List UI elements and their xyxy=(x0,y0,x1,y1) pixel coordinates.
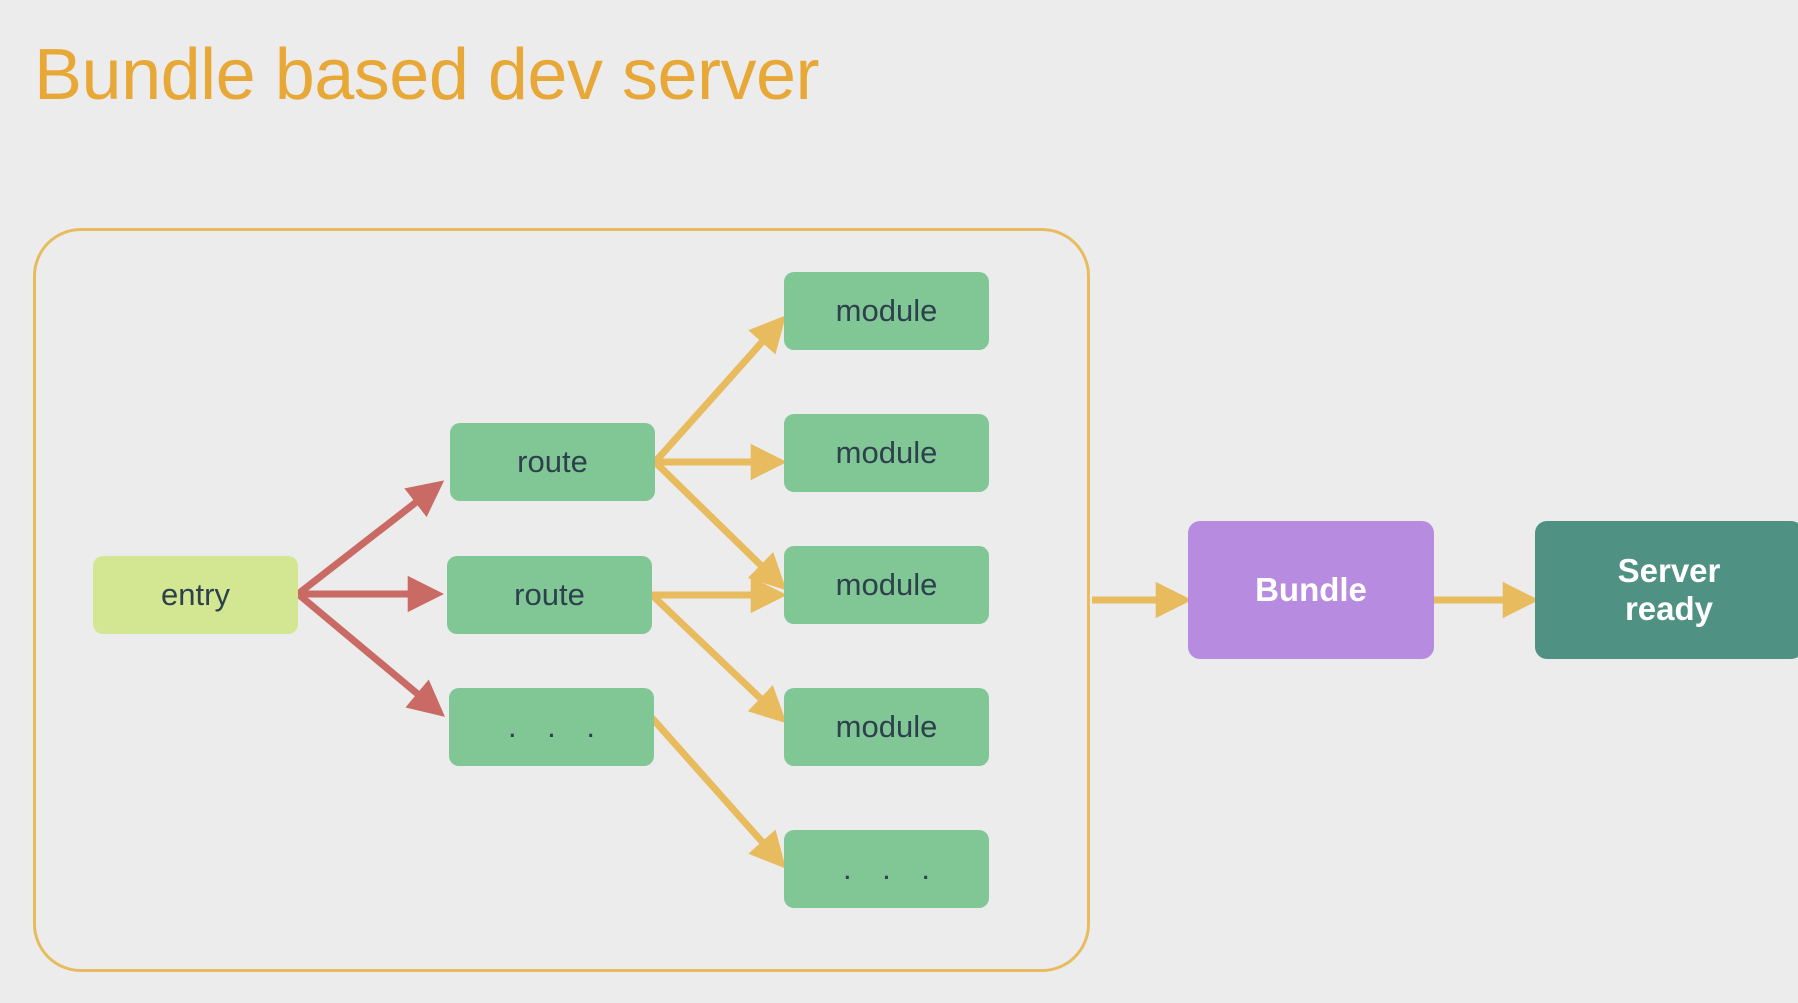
node-route-1-label: route xyxy=(517,444,588,479)
node-module-1[interactable]: module xyxy=(784,272,989,350)
node-module-2[interactable]: module xyxy=(784,414,989,492)
node-module-4[interactable]: module xyxy=(784,688,989,766)
node-module-2-label: module xyxy=(835,435,938,470)
node-entry[interactable]: entry xyxy=(93,556,298,634)
node-module-ellipsis[interactable]: . . . xyxy=(784,830,989,908)
node-server-ready[interactable]: Server ready xyxy=(1535,521,1798,659)
node-server-ready-label: Server ready xyxy=(1617,552,1721,627)
bundling-group-box xyxy=(33,228,1090,972)
node-route-ellipsis-label: . . . xyxy=(507,709,607,744)
node-module-ellipsis-label: . . . xyxy=(842,851,942,886)
node-bundle-label: Bundle xyxy=(1255,571,1367,608)
node-module-3[interactable]: module xyxy=(784,546,989,624)
page-title: Bundle based dev server xyxy=(34,35,820,115)
node-module-3-label: module xyxy=(835,567,938,602)
node-route-2[interactable]: route xyxy=(447,556,652,634)
node-module-1-label: module xyxy=(835,293,938,328)
node-entry-label: entry xyxy=(161,577,230,612)
node-route-1[interactable]: route xyxy=(450,423,655,501)
node-module-4-label: module xyxy=(835,709,938,744)
node-bundle[interactable]: Bundle xyxy=(1188,521,1434,659)
node-route-ellipsis[interactable]: . . . xyxy=(449,688,654,766)
node-route-2-label: route xyxy=(514,577,585,612)
